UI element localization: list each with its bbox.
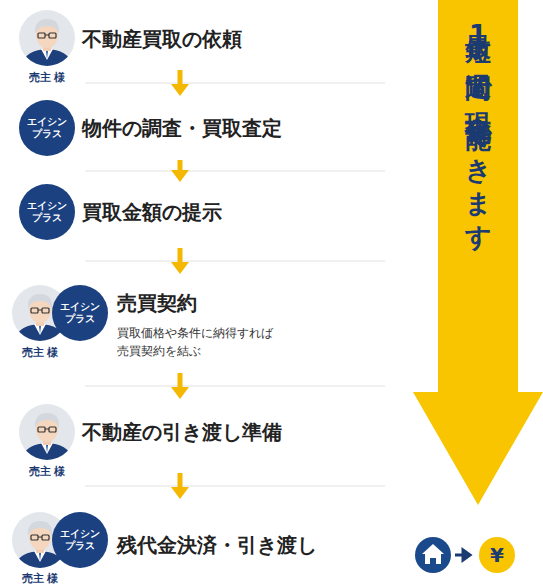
house-icon [415,537,451,573]
arrow-head [171,84,189,96]
step-title: 物件の調査・買取査定 [82,115,282,141]
big-arrow-fill [413,0,543,505]
step-row: 物件の調査・買取査定エイシン プラス [10,98,390,158]
step-note: 買取価格や条件に納得すれば 売買契約を結ぶ [117,324,285,360]
small-arrow [455,550,470,560]
seller-avatar [19,10,75,68]
company-badge: エイシン プラス [52,285,108,341]
seller-label: 売主 様 [22,573,59,585]
arrow-head [171,487,189,499]
seller-label: 売主 様 [22,347,59,359]
arrow-stem [178,160,183,172]
big-arrow: 最短1週間で現金化可能できます [413,0,543,505]
arrow-stem [178,248,183,264]
flow-arrow [171,70,189,96]
arrow-head [171,170,189,182]
flow-arrow [171,473,189,499]
step-title: 買取金額の提示 [82,199,222,225]
arrow-head [171,262,189,274]
arrow-stem [178,70,183,86]
badge-text: エイシン プラス [24,116,70,140]
step-row: 不動産買取の依頼 [10,10,390,68]
step-row: 売買契約買取価格や条件に納得すれば 売買契約を結ぶエイシン プラス [10,282,390,368]
arrow-text: 最短1週間で現金化可能できます [465,14,491,239]
step-title: 売買契約 [117,290,197,316]
yen-badge: ¥ [479,537,515,573]
yen-text: ¥ [490,545,504,565]
badge-text: エイシン プラス [57,528,103,552]
step-row: 買取金額の提示エイシン プラス [10,184,390,240]
flow-arrow [171,248,189,274]
flow-arrow [171,160,189,182]
company-badge: エイシン プラス [19,100,75,156]
company-badge: エイシン プラス [52,512,108,568]
step-title: 不動産の引き渡し準備 [82,419,282,445]
arrow-head [171,387,189,399]
seller-label: 売主 様 [29,466,66,478]
seller-label: 売主 様 [29,72,66,84]
arrow-stem [178,473,183,489]
step-row: 残代金決済・引き渡しエイシン プラス [10,512,390,578]
step-title: 不動産買取の依頼 [82,26,242,52]
step-row: 不動産の引き渡し準備 [10,404,390,460]
badge-text: エイシン プラス [24,200,70,224]
step-title: 残代金決済・引き渡し [117,532,317,558]
flow-arrow [171,373,189,399]
badge-text: エイシン プラス [57,301,103,325]
arrow-stem [178,373,183,389]
company-badge: エイシン プラス [19,184,75,240]
seller-avatar [19,404,75,462]
